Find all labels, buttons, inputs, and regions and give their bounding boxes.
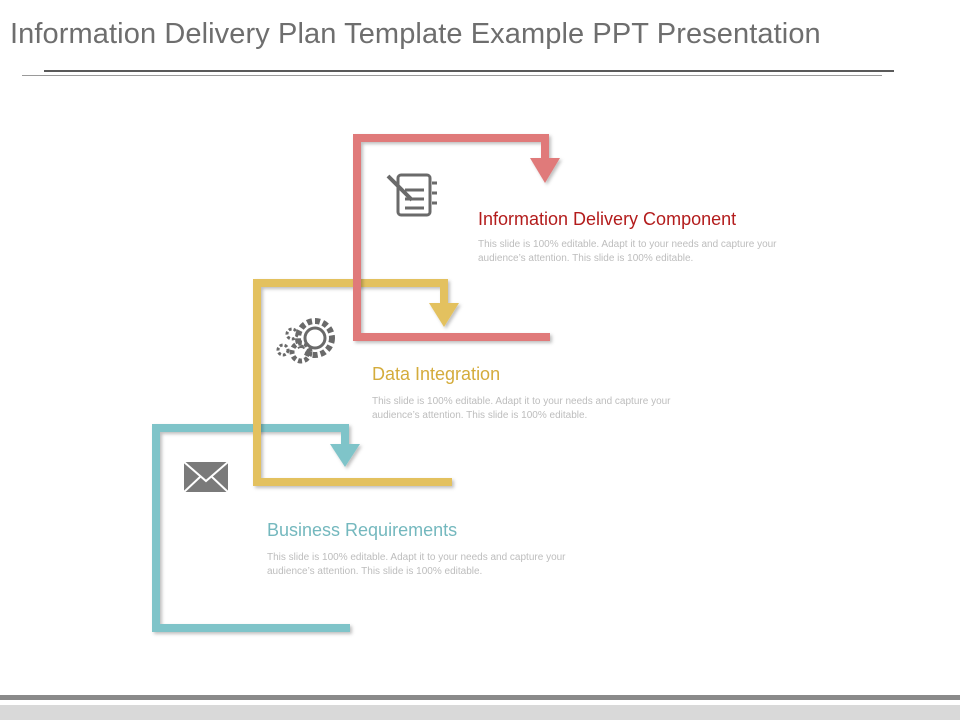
step-label-data-integration: Data Integration bbox=[372, 364, 501, 384]
title-divider-thin bbox=[22, 75, 882, 76]
footer-bar bbox=[0, 695, 960, 700]
step-label-business-requirements: Business Requirements bbox=[267, 520, 458, 540]
envelope-icon bbox=[183, 461, 229, 493]
business-requirements-path bbox=[152, 424, 350, 632]
information-delivery-path bbox=[353, 134, 550, 341]
footer-band bbox=[0, 705, 960, 720]
notepad-icon bbox=[386, 173, 437, 217]
gears-icon bbox=[276, 318, 335, 364]
data-integration-arrow-icon bbox=[429, 303, 459, 327]
information-delivery-arrow-icon bbox=[530, 158, 560, 183]
title-divider bbox=[44, 70, 894, 72]
step-description-business-requirements: This slide is 100% editable. Adapt it to… bbox=[267, 552, 566, 577]
business-requirements-bracket bbox=[152, 424, 360, 632]
data-integration-path bbox=[253, 279, 452, 486]
step-label-information-delivery: Information Delivery Component bbox=[478, 209, 737, 229]
step-description-information-delivery: This slide is 100% editable. Adapt it to… bbox=[478, 239, 777, 264]
data-integration-bracket bbox=[253, 279, 459, 486]
information-delivery-bracket bbox=[353, 134, 560, 341]
slide-title: Information Delivery Plan Template Examp… bbox=[10, 18, 821, 50]
business-requirements-arrow-icon bbox=[330, 444, 360, 467]
step-description-data-integration: This slide is 100% editable. Adapt it to… bbox=[372, 396, 671, 421]
